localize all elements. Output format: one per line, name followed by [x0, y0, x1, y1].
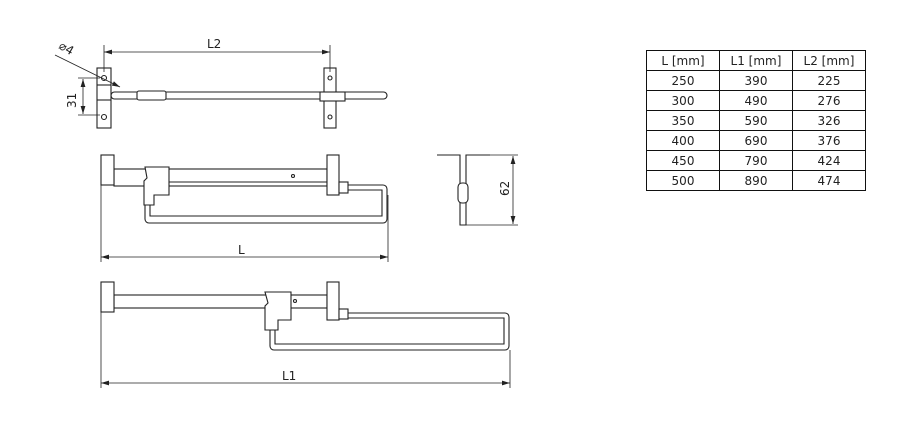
table-cell: 326 [792, 110, 866, 131]
table-cell: 690 [719, 130, 793, 151]
dimension-label-l1: L1 [282, 369, 296, 383]
top-view: L2 31 ⌀4 [54, 37, 388, 129]
table-cell: 424 [792, 150, 866, 171]
dimension-label-l: L [238, 243, 245, 257]
table-cell: 350 [646, 110, 720, 131]
front-view-extended: L1 [100, 281, 511, 388]
table-cell: 890 [719, 170, 793, 191]
dimension-label-hole: ⌀4 [57, 38, 77, 58]
table-cell: 276 [792, 90, 866, 111]
table-cell: 376 [792, 130, 866, 151]
dimension-label-62: 62 [498, 181, 512, 196]
table-cell: 474 [792, 170, 866, 191]
column-header: L1 [mm] [719, 50, 793, 71]
table-cell: 590 [719, 110, 793, 131]
column-header: L [mm] [646, 50, 720, 71]
dimension-label-l2: L2 [207, 37, 221, 51]
side-view: 62 [437, 154, 518, 226]
table-cell: 790 [719, 150, 793, 171]
table-cell: 400 [646, 130, 720, 151]
column-header: L2 [mm] [792, 50, 866, 71]
table-header-row: L [mm] L1 [mm] L2 [mm] [646, 50, 866, 71]
table-cell: 250 [646, 70, 720, 91]
table-cell: 300 [646, 90, 720, 111]
table-cell: 225 [792, 70, 866, 91]
dimension-label-31: 31 [65, 93, 79, 108]
front-view-retracted: L [100, 154, 389, 262]
table-cell: 450 [646, 150, 720, 171]
table-cell: 390 [719, 70, 793, 91]
table-cell: 490 [719, 90, 793, 111]
table-cell: 500 [646, 170, 720, 191]
